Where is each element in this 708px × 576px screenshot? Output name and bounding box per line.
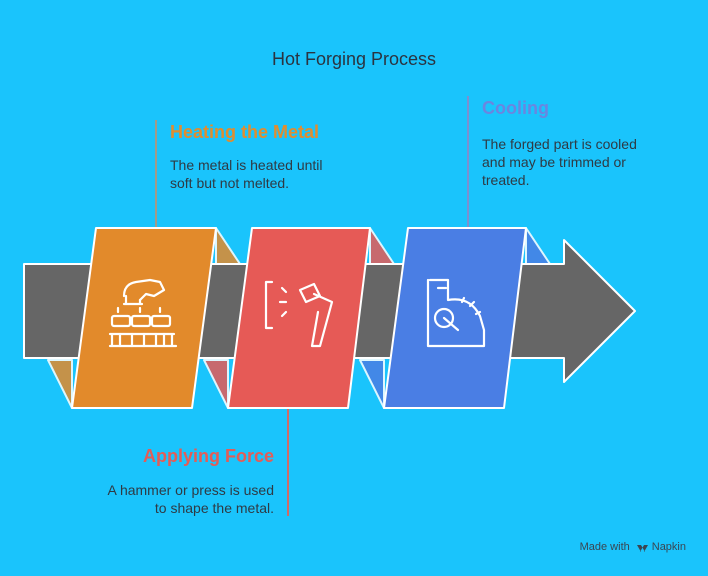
step-desc-cooling: The forged part is cooled and may be tri…	[482, 135, 637, 189]
napkin-credit[interactable]: Made with Napkin	[580, 541, 686, 553]
desc-line: and may be trimmed or	[482, 154, 626, 170]
credit-prefix: Made with	[579, 541, 630, 553]
step-force-panel	[203, 227, 395, 409]
napkin-logo-icon	[637, 545, 648, 552]
step-desc-heating: The metal is heated until soft but not m…	[170, 156, 323, 192]
desc-line: The forged part is cooled	[482, 136, 637, 152]
step-desc-force: A hammer or press is used to shape the m…	[107, 481, 274, 517]
desc-line: soft but not melted.	[170, 175, 290, 191]
hammer-icon	[264, 280, 334, 348]
step-title-force: Applying Force	[142, 446, 274, 466]
thermometer-gauge-icon	[426, 278, 486, 348]
desc-line: treated.	[482, 172, 530, 188]
furnace-icon	[108, 278, 178, 348]
step-cooling-panel	[359, 227, 551, 409]
desc-line: A hammer or press is used	[107, 482, 274, 498]
step-title-cooling: Cooling	[482, 98, 549, 118]
desc-line: to shape the metal.	[154, 500, 274, 516]
desc-line: The metal is heated until	[170, 157, 323, 173]
credit-brand: Napkin	[651, 541, 686, 553]
step-heating-panel	[47, 227, 241, 409]
diagram-title: Hot Forging Process	[271, 49, 437, 69]
step-title-heating: Heating the Metal	[170, 122, 320, 142]
